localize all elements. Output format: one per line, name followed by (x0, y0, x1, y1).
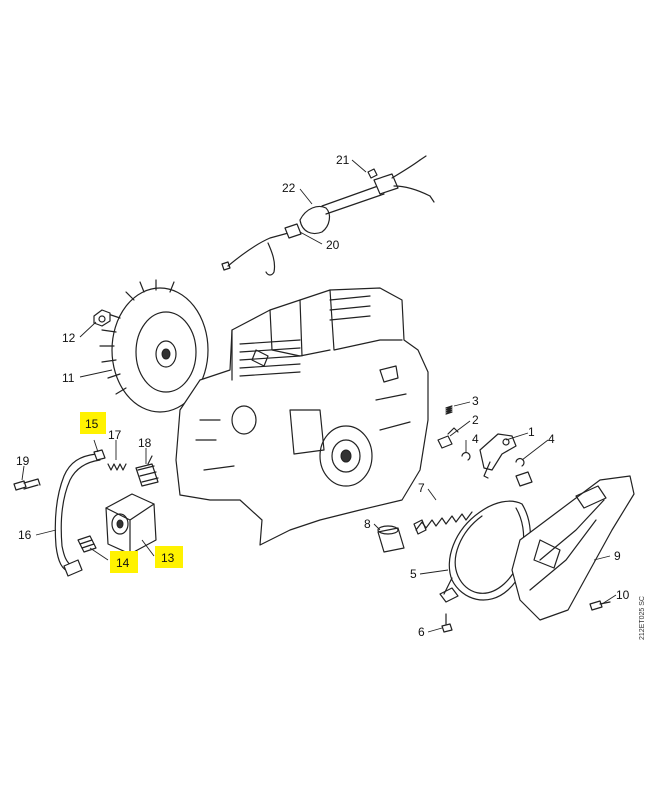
callout-11: 11 (62, 371, 75, 385)
callout-9: 9 (614, 549, 621, 563)
callout-7: 7 (418, 481, 425, 495)
sprocket-cover-9 (511, 475, 635, 621)
e-clip-4b (515, 458, 525, 467)
spring-7 (413, 511, 473, 535)
callout-4a: 4 (472, 432, 479, 446)
highlight-14 (110, 551, 138, 573)
callout-18: 18 (138, 436, 152, 450)
engine-crankcase (175, 287, 429, 546)
wiring-harness (221, 155, 435, 276)
callout-8: 8 (364, 517, 371, 531)
brake-spring-2 (437, 427, 459, 449)
oil-hose (54, 449, 106, 577)
highlight-15 (80, 412, 106, 434)
e-clip-4a (461, 452, 471, 461)
callout-6: 6 (418, 625, 425, 639)
callout-1: 1 (528, 425, 535, 439)
callout-5: 5 (410, 567, 417, 581)
callout-22: 22 (282, 181, 296, 195)
callout-13: 13 (161, 551, 175, 565)
spring-3 (445, 405, 453, 415)
sleeve-8 (377, 525, 405, 553)
callout-20: 20 (326, 238, 340, 252)
flywheel-nut (93, 309, 111, 327)
flywheel (99, 279, 209, 413)
callout-3: 3 (472, 394, 479, 408)
highlight-13 (155, 546, 183, 568)
highlight-boxes (80, 412, 183, 573)
screw-19 (13, 478, 41, 491)
callout-12: 12 (62, 331, 76, 345)
spring-part-17 (107, 463, 127, 471)
callout-17: 17 (108, 428, 122, 442)
callout-10: 10 (616, 588, 630, 602)
callout-4b: 4 (548, 432, 555, 446)
screw-10 (589, 600, 611, 611)
oil-pump-13 (105, 493, 157, 555)
fitting-14 (77, 535, 97, 553)
callout-2: 2 (472, 413, 479, 427)
callout-19: 19 (16, 454, 30, 468)
leader-lines (21, 159, 617, 633)
drawing-reference: 212ET025 SC (639, 596, 646, 640)
brake-lever-1 (479, 433, 517, 479)
callout-15: 15 (85, 417, 99, 431)
callout-14: 14 (116, 556, 130, 570)
callout-labels: 1 2 3 4 4 5 6 7 8 9 10 11 12 13 14 15 16… (16, 153, 630, 639)
callout-16: 16 (18, 528, 32, 542)
pump-plunger-18 (135, 455, 159, 487)
screw-6 (441, 613, 453, 633)
callout-21: 21 (336, 153, 350, 167)
